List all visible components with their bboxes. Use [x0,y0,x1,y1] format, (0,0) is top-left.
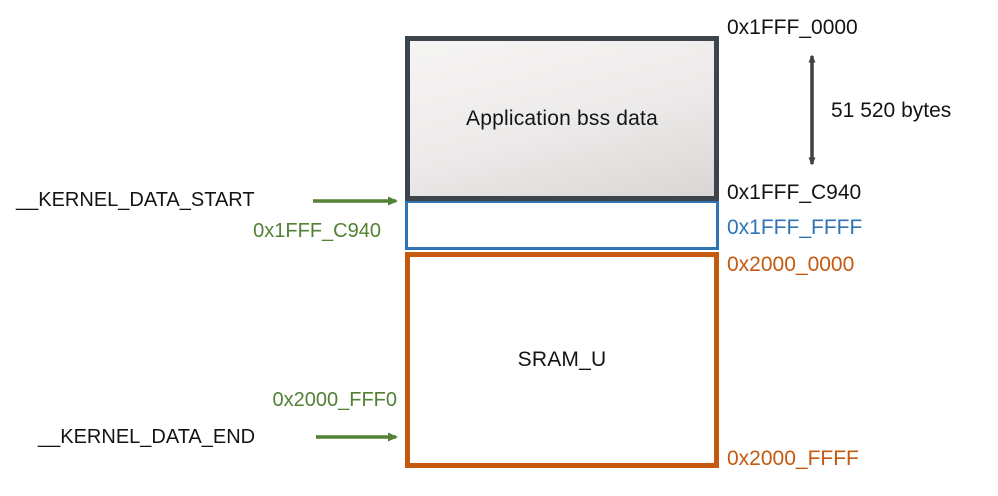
bss-region-label: Application bss data [466,106,658,130]
kernel-data-region-box [405,200,719,250]
address-label-0x1fff-c940: 0x1FFF_C940 [727,181,862,204]
sram-u-region-label: SRAM_U [517,348,607,371]
kernel-data-start-symbol: __KERNEL_DATA_START [16,189,255,211]
sram-u-region-box: SRAM_U [405,252,719,468]
bss-region-box: Application bss data [405,36,719,201]
address-label-0x2000-0000: 0x2000_0000 [727,253,855,276]
address-label-0x1fff-ffff: 0x1FFF_FFFF [727,216,863,239]
address-label-0x2000-ffff: 0x2000_FFFF [727,447,859,470]
size-annotation-label: 51 520 bytes [831,99,952,122]
kernel-data-end-address: 0x2000_FFF0 [272,389,397,411]
kernel-data-end-symbol: __KERNEL_DATA_END [38,426,256,448]
kernel-data-start-address: 0x1FFF_C940 [253,220,381,242]
address-label-0x1fff-0000: 0x1FFF_0000 [727,16,858,39]
